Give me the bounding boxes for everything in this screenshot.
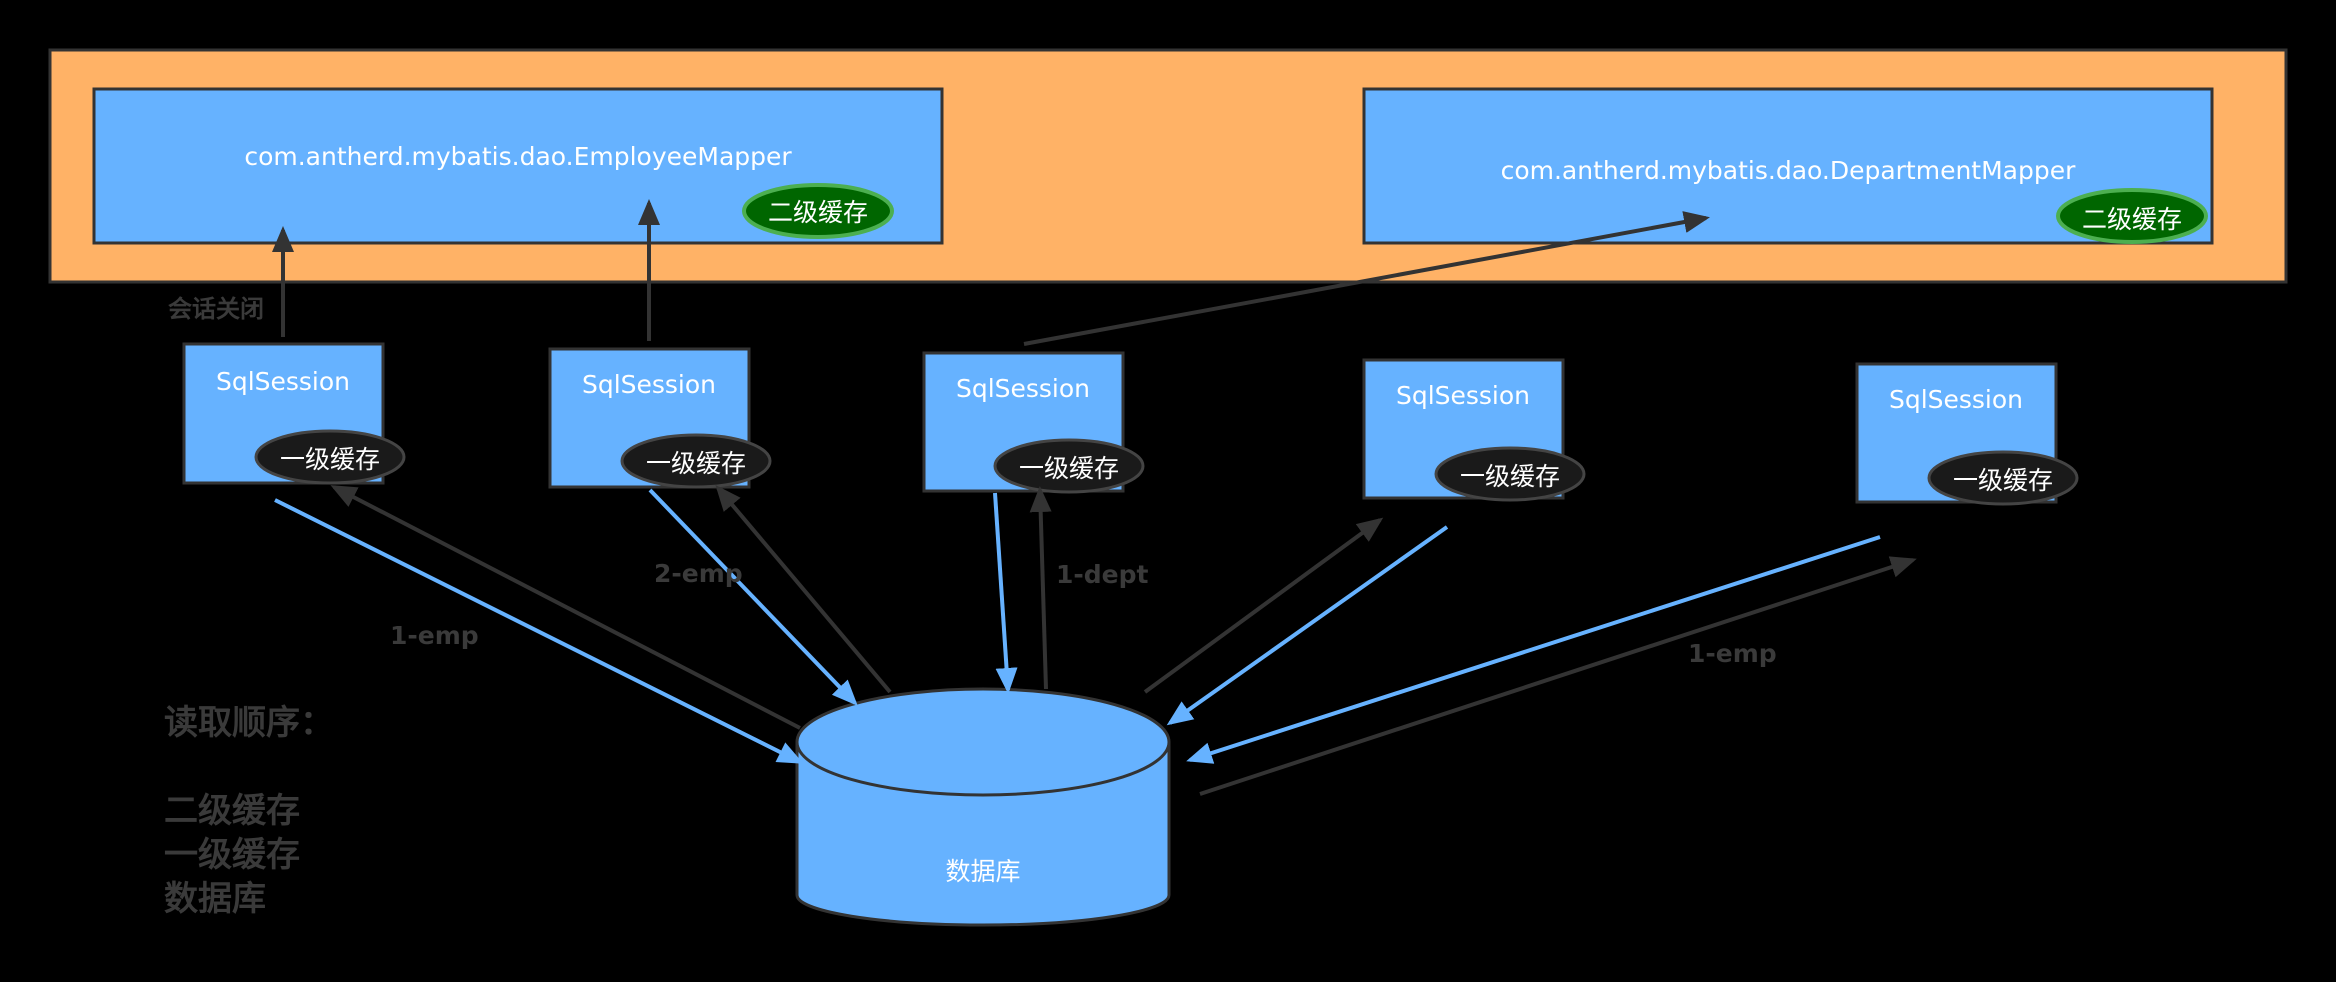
result-arrow [1029,486,1052,690]
read-order-legend: 读取顺序： 二级缓存 一级缓存 数据库 [164,703,334,919]
query-arrow [1186,535,1881,764]
database-cylinder: 数据库 [795,687,1171,927]
first-level-cache-label: 一级缓存 [646,449,746,478]
second-level-cache-badge [742,183,894,239]
first-level-cache-label: 一级缓存 [1019,454,1119,483]
result-arrow [1199,556,1917,796]
first-level-cache-label: 一级缓存 [1460,462,1560,491]
sqlsession-5: SqlSession 一级缓存 [1855,362,2079,506]
sqlsession-4: SqlSession 一级缓存 [1362,358,1586,502]
first-level-cache-label: 一级缓存 [1953,466,2053,495]
read-order-item: 一级缓存 [164,835,300,875]
first-level-cache-badge [993,438,1145,494]
sqlsession-label: SqlSession [956,374,1090,403]
edge-label-1-dept: 1-dept [1056,560,1149,589]
second-level-cache-label: 二级缓存 [2082,205,2182,234]
edge-label-2-emp: 2-emp [654,559,743,588]
session-to-dept-mapper-arrow [1023,211,1710,346]
database-top [795,687,1171,797]
edge-label-1-emp-right: 1-emp [1688,639,1777,668]
mapper-employee: com.antherd.mybatis.dao.EmployeeMapper 二… [92,87,944,245]
result-arrow [330,485,801,730]
query-arrow [648,488,858,706]
sqlsession-3: SqlSession 一级缓存 [922,351,1145,494]
read-order-title: 读取顺序： [164,703,334,743]
first-level-cache-badge [254,429,406,485]
read-order-item: 数据库 [164,879,266,919]
sqlsession-label: SqlSession [1889,385,2023,414]
first-level-cache-label: 一级缓存 [280,445,380,474]
first-level-cache-badge [1927,450,2079,506]
sqlsession-label: SqlSession [582,370,716,399]
query-arrow [1166,525,1449,726]
second-level-cache-label: 二级缓存 [768,198,868,227]
sqlsession-label: SqlSession [216,367,350,396]
database-label: 数据库 [945,857,1020,886]
sqlsession-2: SqlSession 一级缓存 [548,347,772,489]
sqlsession-label: SqlSession [1396,381,1530,410]
query-arrow [993,492,1018,694]
first-level-cache-badge [620,433,772,489]
second-level-cache-badge [2056,188,2208,244]
query-arrow [274,498,804,764]
sqlsession-1: SqlSession 一级缓存 [182,342,406,485]
session-close-label: 会话关闭 [168,295,264,323]
first-level-cache-badge [1434,446,1586,502]
mapper-employee-name: com.antherd.mybatis.dao.EmployeeMapper [244,142,792,171]
mapper-department: com.antherd.mybatis.dao.DepartmentMapper… [1362,87,2214,245]
edge-label-1-emp: 1-emp [390,621,479,650]
read-order-item: 二级缓存 [164,791,300,831]
mapper-department-name: com.antherd.mybatis.dao.DepartmentMapper [1501,156,2077,185]
result-arrow [1143,517,1384,694]
result-arrow [715,484,892,694]
